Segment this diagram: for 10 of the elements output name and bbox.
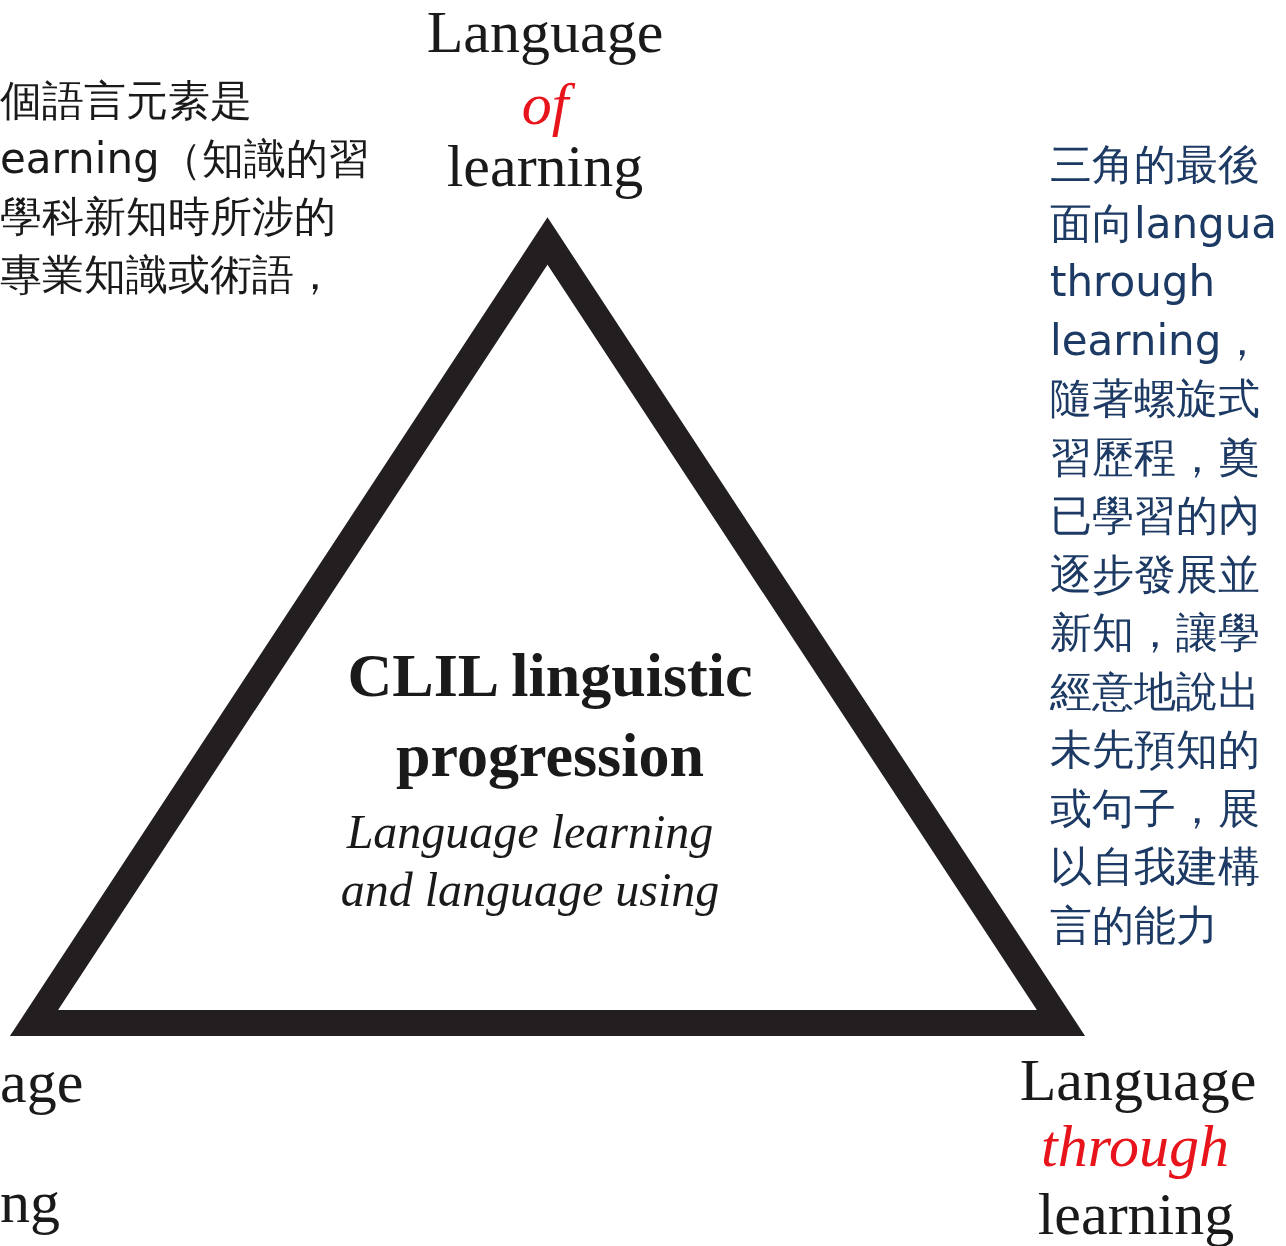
diagram-heading: CLIL linguistic progression <box>346 640 754 791</box>
vertex-label: Language <box>425 0 665 67</box>
vertex-label: age <box>0 1048 84 1117</box>
vertex-label: ng <box>0 1168 60 1236</box>
annotation-text: 三角的最後面向langua through learning，隨著螺旋式習歷程，奠已學習的內逐步發展並新知，讓學經意地說出未先預知的或句子，展以自我建構言的能力 <box>1050 139 1279 952</box>
vertex-label: of <box>495 68 595 140</box>
vertex-label: through <box>1040 1113 1230 1181</box>
annotation-text: 個語言元素是earning（知識的習學科新知時所涉的專業知識或術語， <box>0 75 371 301</box>
vertex-label: Language <box>1018 1046 1258 1115</box>
diagram-subtitle: Language learning and language using <box>339 804 721 918</box>
